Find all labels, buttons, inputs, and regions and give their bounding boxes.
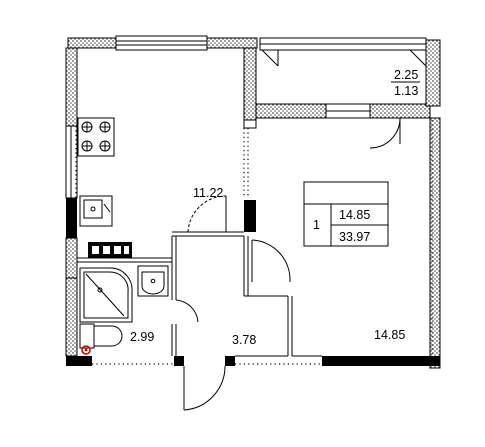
kitchen-right-wall-pier [244,200,256,232]
kitchen-sink [79,195,113,227]
bottom-wall-pier-right [225,356,235,366]
entrance-door-arc [183,365,226,411]
living-top-wall-right [369,103,431,119]
kitchen-top-wall-right [206,37,258,49]
left-wall-lower [65,237,78,279]
bathroom-sink [137,265,169,297]
hallway-area-label: 3.78 [232,333,256,347]
washing-machine [88,242,132,258]
left-wall-bottom [65,277,78,357]
balcony-door-arc [369,117,401,149]
bottom-wall-right [322,356,440,366]
exterior-walls [65,37,441,369]
bottom-wall-pier-left [174,356,184,366]
kitchen-area-label: 11.22 [193,186,223,200]
left-wall-upper [65,47,78,127]
total-area-cell: 33.97 [339,230,370,244]
shower-cabin [79,267,133,323]
bathroom-area-label: 2.99 [130,330,154,344]
kitchen-right-wall-upper [243,47,257,121]
rooms-count-cell: 1 [313,218,320,232]
kitchen-stove [77,117,115,157]
toilet [79,323,123,349]
balcony-area-label: 2.25 [394,68,418,82]
bathroom-door-arc [175,299,199,323]
windows [65,35,427,199]
right-wall [429,117,441,369]
bottom-wall-corner [66,356,92,366]
kitchen-window [115,35,208,51]
living-door-arc [251,239,291,283]
kitchen-top-wall-left [67,37,117,49]
summary-table: 1 14.85 33.97 [303,181,389,247]
living-room-area-label: 14.85 [374,328,405,342]
living-area-cell: 14.85 [339,208,370,222]
living-top-wall-left [255,103,327,119]
left-wall-window-pier [66,198,77,238]
balcony-reduced-area-label: 1.13 [394,84,418,98]
doors [175,117,401,411]
kitchen-door-arc [187,195,227,233]
riser-marker [81,345,91,355]
balcony-right-wall [425,39,441,107]
insulation-lines [75,120,433,365]
